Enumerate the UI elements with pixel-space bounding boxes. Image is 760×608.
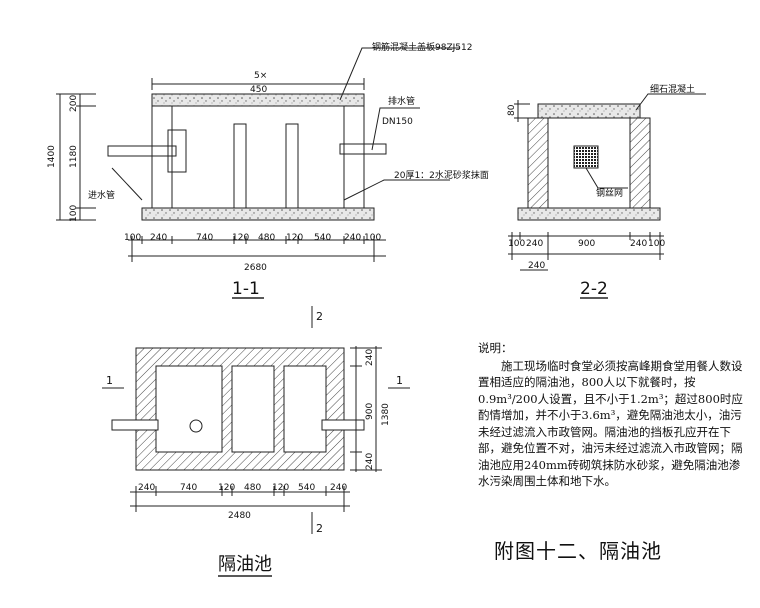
right-dims-plan: 240 900 240 1380 xyxy=(365,349,391,470)
dim-text: 240 xyxy=(526,239,543,249)
dim-text: 1380 xyxy=(381,403,391,426)
leader-inlet xyxy=(111,167,143,201)
dim-text: 540 xyxy=(298,483,315,493)
dim-text: 480 xyxy=(244,483,261,493)
dim-80: 80 xyxy=(507,104,517,116)
dim-text: 120 xyxy=(218,483,235,493)
base-slab-2 xyxy=(517,207,661,221)
cut-mark-left: 1 xyxy=(106,374,113,387)
leader-plaster xyxy=(343,179,450,201)
dim-text: 900 xyxy=(365,403,375,420)
label-plaster: 20厚1：2水泥砂浆抹面 xyxy=(394,169,489,181)
cover-slab xyxy=(151,93,365,107)
dim-text: 540 xyxy=(314,233,331,243)
top-dim-b: 450 xyxy=(250,85,267,95)
dim-text: 200 xyxy=(69,95,79,112)
dim-text: 100 xyxy=(364,233,381,243)
cut-mark-right: 1 xyxy=(396,374,403,387)
label-dn: DN150 xyxy=(382,117,413,127)
section-1-1 xyxy=(56,47,460,299)
left-dims-1: 1400 200 1180 100 xyxy=(47,95,79,222)
notes-body: 施工现场临时食堂必须按高峰期食堂用餐人数设置相适应的隔油池，800人以下就餐时，… xyxy=(478,358,743,489)
dim-text: 120 xyxy=(272,483,289,493)
wall-left-2 xyxy=(527,117,549,209)
label-slab: 钢筋混凝土盖板98ZJ512 xyxy=(372,41,472,53)
title-plan: 隔油池 xyxy=(218,554,272,575)
baffle-1 xyxy=(233,123,247,209)
dim-text: 740 xyxy=(180,483,197,493)
leader-slab xyxy=(339,47,460,101)
dim-text: 100 xyxy=(508,239,525,249)
dim-text: 240 xyxy=(528,261,545,271)
label-concrete: 细石混凝土 xyxy=(650,83,695,95)
wall-right-2 xyxy=(629,117,651,209)
cover-slab-2 xyxy=(537,103,641,119)
leader-mesh xyxy=(585,167,628,189)
dim-text: 240 xyxy=(138,483,155,493)
bottom-ticks-1 xyxy=(131,236,375,262)
dim-text: 100 xyxy=(124,233,141,243)
dim-text: 480 xyxy=(258,233,275,243)
bottom-dims-plan: 240 740 120 480 120 540 240 2480 xyxy=(138,483,347,521)
top-dim-a: 5× xyxy=(254,71,267,81)
dim-text: 2680 xyxy=(244,263,267,273)
section-2-2 xyxy=(508,93,706,299)
dim-text: 240 xyxy=(330,483,347,493)
title-2-2: 2-2 xyxy=(580,279,608,299)
dim-text: 240 xyxy=(365,349,375,366)
dim-text: 240 xyxy=(630,239,647,249)
dim-text: 100 xyxy=(648,239,665,249)
bottom-dims-1: 100 240 740 120 480 120 540 240 100 2680 xyxy=(124,233,381,273)
label-mesh: 钢丝网 xyxy=(596,187,623,199)
dim-text: 240 xyxy=(344,233,361,243)
base-slab xyxy=(141,207,375,221)
dim-text: 1400 xyxy=(47,145,57,168)
notes: 说明： 施工现场临时食堂必须按高峰期食堂用餐人数设置相适应的隔油池，800人以下… xyxy=(478,340,746,490)
notes-heading: 说明： xyxy=(478,341,513,355)
baffle-2 xyxy=(285,123,299,209)
cut-mark-bottom: 2 xyxy=(316,522,323,535)
leader-concrete xyxy=(635,93,706,111)
dim-text: 1180 xyxy=(69,145,79,168)
plan-walls xyxy=(135,347,345,471)
title-1-1: 1-1 xyxy=(232,279,260,299)
label-drain-pipe: 排水管 xyxy=(388,95,415,107)
bottom-dims-2: 100 240 900 240 100 240 xyxy=(508,239,665,271)
dim-text: 2480 xyxy=(228,511,251,521)
outlet-pipe xyxy=(339,143,387,155)
inlet-fitting xyxy=(167,129,187,173)
cut-mark-top: 2 xyxy=(316,310,323,323)
dim-text: 120 xyxy=(286,233,303,243)
plan-outlet xyxy=(321,419,365,431)
leader-drain xyxy=(371,107,420,151)
figure-caption: 附图十二、隔油池 xyxy=(494,539,662,563)
inlet-pipe xyxy=(107,145,177,157)
dim-text: 240 xyxy=(150,233,167,243)
label-inlet: 进水管 xyxy=(88,189,115,201)
dim-text: 240 xyxy=(365,453,375,470)
dim-text: 740 xyxy=(196,233,213,243)
wire-mesh xyxy=(573,145,599,169)
dim-text: 120 xyxy=(232,233,249,243)
plan-fitting xyxy=(189,419,203,433)
plan-inlet xyxy=(111,419,159,431)
dim-text: 900 xyxy=(578,239,595,249)
tank-outline xyxy=(151,99,365,209)
plan-view xyxy=(102,306,410,577)
dim-text: 100 xyxy=(69,205,79,222)
